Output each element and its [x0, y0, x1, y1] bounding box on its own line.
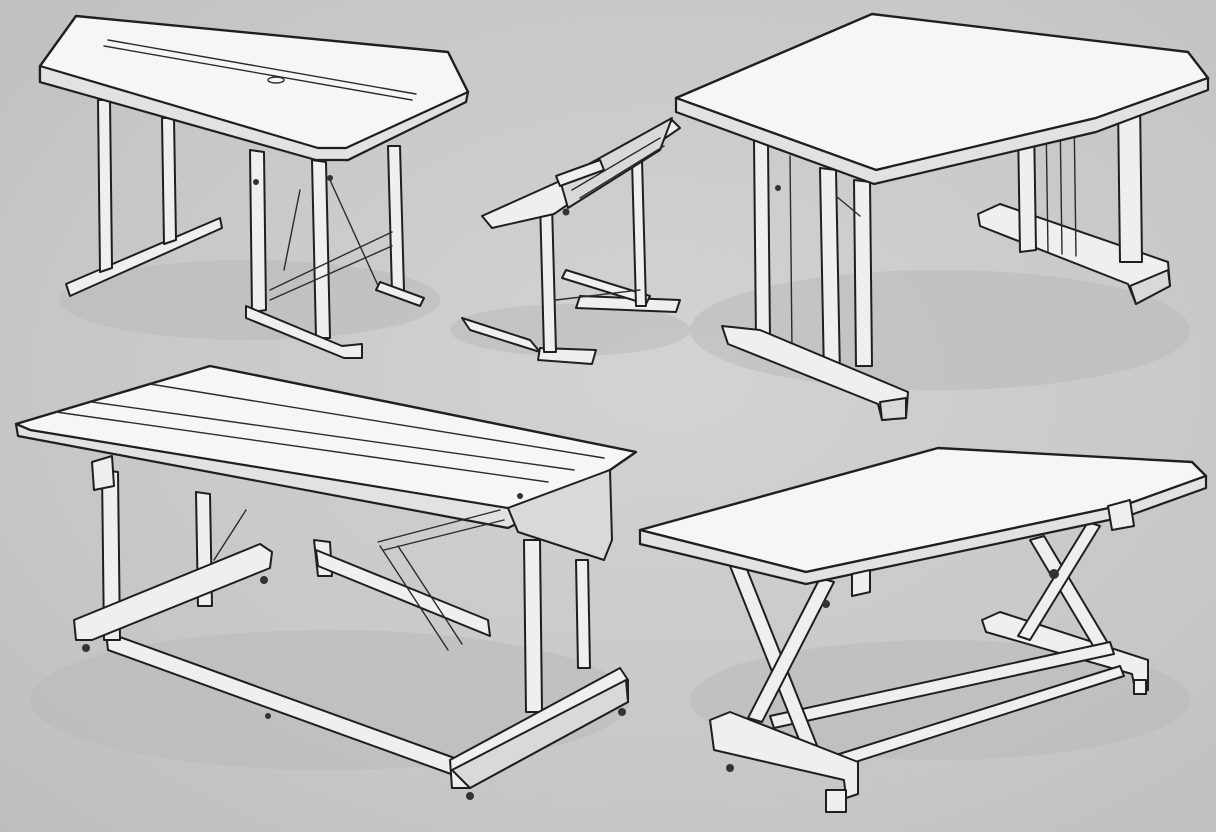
stand-top-middle [450, 117, 690, 365]
table-top-left [38, 14, 470, 359]
table-bottom-right [638, 446, 1208, 813]
table-bottom-left [14, 364, 638, 800]
table-top-right [674, 12, 1210, 421]
